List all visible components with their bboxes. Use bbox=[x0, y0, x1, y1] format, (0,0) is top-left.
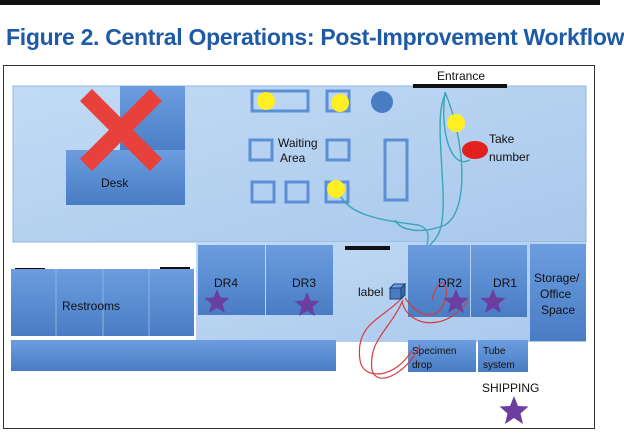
room-dr4 bbox=[198, 245, 265, 315]
chair-mid-right bbox=[325, 138, 351, 162]
take-number-label-2: number bbox=[489, 150, 530, 164]
specimen-label-2: drop bbox=[412, 360, 432, 371]
chair-bench-vertical bbox=[383, 138, 409, 202]
yellow-marker-4 bbox=[327, 180, 345, 198]
storage-label-1: Storage/ bbox=[534, 271, 580, 285]
shipping-label: SHIPPING bbox=[482, 381, 539, 395]
waiting-area-label-2: Area bbox=[280, 151, 306, 165]
entrance-door bbox=[413, 84, 507, 88]
star-icon-dr4 bbox=[204, 289, 230, 313]
tube-system bbox=[478, 340, 528, 372]
label-printer-icon bbox=[388, 282, 407, 301]
top-rule bbox=[0, 0, 600, 5]
label-station-label: label bbox=[358, 285, 383, 299]
storage-office-space bbox=[530, 244, 586, 341]
tube-label-2: system bbox=[483, 360, 515, 371]
desk-label: Desk bbox=[101, 176, 129, 190]
dr3-label: DR3 bbox=[292, 276, 316, 290]
yellow-marker-3 bbox=[447, 114, 465, 132]
entrance-label: Entrance bbox=[437, 69, 485, 83]
star-icon-dr2 bbox=[443, 289, 469, 313]
red-x-icon bbox=[79, 88, 163, 172]
dr2-label: DR2 bbox=[438, 276, 462, 290]
take-number-dispenser bbox=[462, 141, 488, 159]
floor-plan-diagram: Entrance Desk Waiting Area Take number bbox=[11, 69, 587, 424]
chair-mid-left bbox=[248, 138, 274, 162]
dr4-label: DR4 bbox=[214, 276, 238, 290]
diagram-frame bbox=[3, 65, 595, 429]
tube-label-1: Tube bbox=[483, 346, 506, 357]
chair-row-top bbox=[250, 89, 310, 113]
room-dr1 bbox=[471, 245, 527, 317]
star-icon-dr3 bbox=[294, 292, 320, 316]
bottom-corridor bbox=[11, 340, 336, 371]
star-markers bbox=[204, 289, 529, 424]
restroom-dividers bbox=[55, 269, 150, 336]
star-icon-dr1 bbox=[480, 289, 506, 313]
storage-label-2: Office bbox=[540, 287, 571, 301]
dr1-label: DR1 bbox=[493, 276, 517, 290]
yellow-marker-1 bbox=[257, 92, 275, 110]
round-table bbox=[371, 91, 393, 113]
yellow-marker-2 bbox=[331, 94, 349, 112]
waiting-area-label-1: Waiting bbox=[278, 136, 318, 150]
storage-label-3: Space bbox=[541, 303, 575, 317]
chair-bottom-1 bbox=[250, 180, 276, 204]
chair-bottom-2 bbox=[284, 180, 310, 204]
yellow-markers bbox=[257, 92, 465, 271]
star-icon-shipping bbox=[499, 396, 529, 424]
specimen-path bbox=[358, 282, 469, 379]
restrooms-label: Restrooms bbox=[62, 299, 120, 313]
figure-title: Figure 2. Central Operations: Post-Impro… bbox=[6, 24, 624, 50]
specimen-label-1: Specimen bbox=[412, 346, 456, 357]
take-number-label-1: Take bbox=[489, 132, 515, 146]
